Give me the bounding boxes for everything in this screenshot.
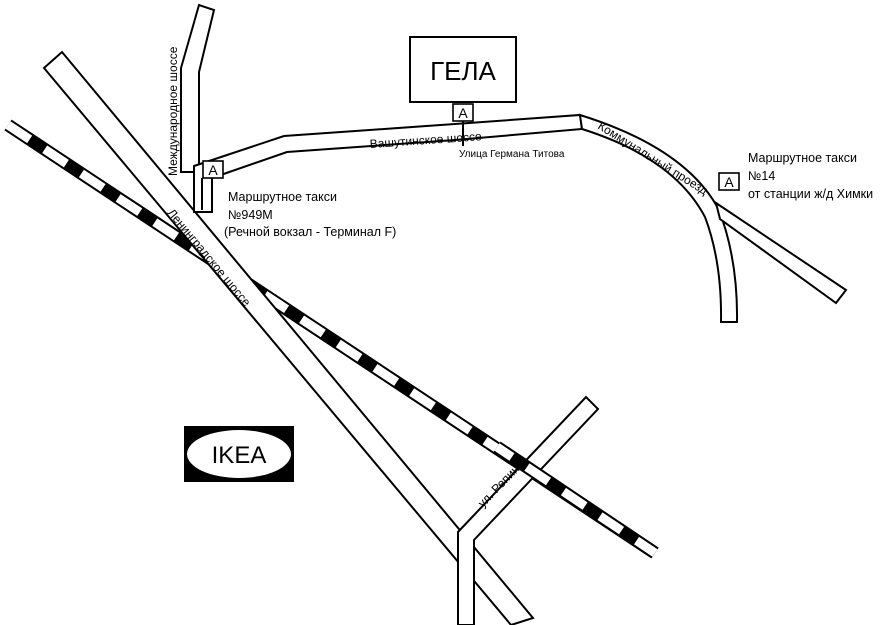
mezhdunarodnoe-road [180, 3, 216, 173]
ikea-logo-oval [187, 430, 291, 478]
taxi-949-line1: Маршрутное такси [228, 190, 337, 204]
taxi-14-line3: от станции ж/д Химки [748, 187, 873, 201]
bus-stop-gela: A [452, 103, 474, 122]
gela-building [409, 36, 517, 103]
taxi-14-line1: Маршрутное такси [748, 151, 857, 165]
taxi-14-line2: №14 [748, 169, 775, 183]
repina-road [457, 395, 600, 625]
leningradskoe-road [42, 50, 535, 625]
branch-road-east [714, 200, 848, 305]
bus-stop-symbol: A [208, 162, 218, 178]
railway-segment-ties [494, 443, 658, 557]
taxi-949-label: Маршрутное такси №949М (Речной вокзал - … [224, 190, 396, 239]
bus-stop-icon [202, 160, 224, 179]
bus-stop-symbol: A [458, 105, 468, 121]
gela-label: ГЕЛА [430, 56, 496, 86]
taxi-949-line2: №949М [228, 208, 273, 222]
bus-stop-icon [718, 172, 740, 191]
bus-stop-icon [452, 103, 474, 122]
street-label-mezhdunarodnoe: Международное шоссе [166, 46, 180, 176]
street-label-germana-titova: Улица Германа Титова [459, 149, 565, 160]
ikea-logo: IKEA [184, 426, 294, 482]
ikea-label: IKEA [212, 442, 267, 469]
kommunalny-road [578, 113, 739, 323]
vashutinskoe-road [193, 113, 584, 213]
bus-stop-14: A [718, 172, 740, 191]
street-label-kommunalny: Коммунальный проезд [595, 119, 710, 198]
bus-stop-symbol: A [724, 174, 734, 190]
bus-stop-949: A [201, 160, 224, 210]
taxi-949-line3: (Речной вокзал - Терминал F) [224, 225, 396, 239]
taxi-14-label: Маршрутное такси №14 от станции ж/д Химк… [748, 151, 873, 201]
